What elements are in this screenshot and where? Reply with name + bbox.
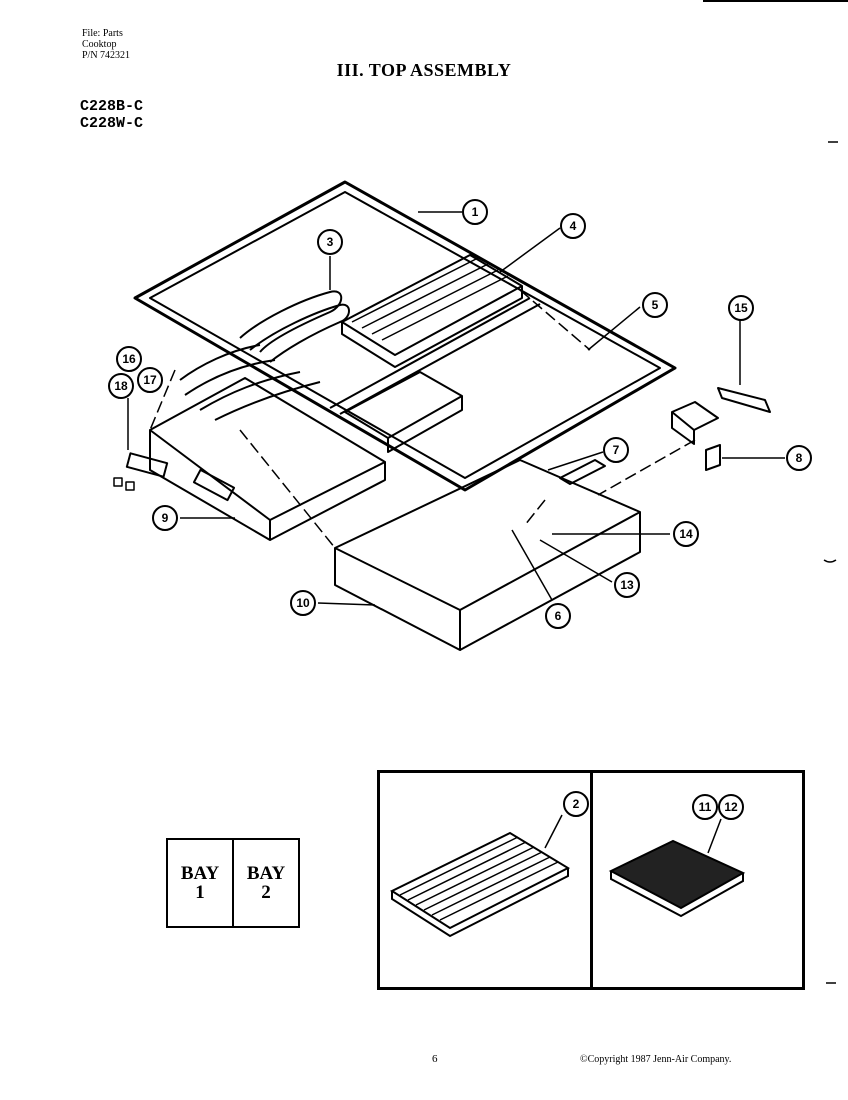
callout-9	[152, 505, 178, 531]
page-number: 6	[432, 1053, 438, 1065]
bay-2-number: 2	[261, 882, 271, 903]
right-bay-box	[334, 459, 641, 651]
bay-1-number: 1	[195, 882, 205, 903]
callout-label: 3	[327, 235, 334, 249]
copyright-notice: ©Copyright 1987 Jenn-Air Company.	[580, 1054, 732, 1065]
bay-2: BAY 2	[232, 840, 298, 926]
cooktop-frame	[133, 180, 677, 492]
bay-2-word: BAY	[246, 863, 286, 884]
callout-7	[603, 437, 629, 463]
grate-drawing: 2	[389, 791, 589, 938]
callout-label: 8	[796, 451, 803, 465]
assembly-guide-lines	[149, 289, 696, 549]
callout-label: 13	[620, 578, 634, 592]
bay-1-word: BAY	[180, 863, 220, 884]
file-label: File: Parts	[82, 28, 123, 39]
heating-element	[179, 290, 350, 421]
callout-15	[728, 295, 754, 321]
bracket	[559, 459, 606, 485]
callout-label: 5	[652, 298, 659, 312]
callout-circles	[108, 199, 812, 629]
callout-6	[545, 603, 571, 629]
callout-3	[317, 229, 343, 255]
grill-grate	[341, 254, 523, 368]
callout-label: 7	[613, 443, 620, 457]
leader-lines	[127, 211, 785, 606]
model-number: C228W-C	[80, 115, 144, 132]
callout-1	[462, 199, 488, 225]
model-list: C228B-C C228W-C	[80, 98, 143, 132]
callout-14	[673, 521, 699, 547]
right-pan	[344, 371, 463, 453]
callout-label: 18	[114, 379, 128, 393]
callout-17	[137, 367, 163, 393]
callout-label: 12	[724, 800, 738, 814]
page-title: III. TOP ASSEMBLY	[336, 60, 512, 80]
bay-chart: BAY 1 BAY 2	[166, 838, 300, 928]
callout-16	[116, 346, 142, 372]
callout-label: 11	[698, 800, 711, 814]
top-edge-rule	[703, 0, 848, 2]
callout-11	[691, 794, 718, 820]
part-number-label: P/N 742321	[82, 50, 131, 61]
callout-label: 17	[143, 373, 157, 387]
model-number: C228B-C	[80, 98, 144, 115]
callout-label: 6	[555, 609, 562, 623]
callout-label: 14	[679, 527, 693, 541]
callout-label: 1	[472, 205, 479, 219]
callout-label: 16	[122, 352, 136, 366]
left-bay-box	[149, 377, 386, 541]
file-header: File: Parts Cooktop P/N 742321	[82, 28, 130, 61]
callout-13	[614, 572, 640, 598]
callout-label: 10	[296, 596, 310, 610]
callout-label: 2	[573, 797, 580, 811]
rock-tray-inset: 11 12	[589, 773, 803, 987]
callout-5	[642, 292, 668, 318]
callout-label: 15	[734, 301, 748, 315]
product-label: Cooktop	[82, 39, 117, 50]
callout-2	[563, 791, 589, 817]
callout-12	[717, 794, 744, 820]
bay-1: BAY 1	[168, 840, 232, 926]
control-switch	[113, 452, 169, 491]
rock-tray-drawing: 11 12	[608, 794, 745, 918]
margin-marks	[823, 141, 838, 984]
junction-box	[671, 387, 771, 471]
grill-grate-inset: 2	[380, 773, 590, 987]
callout-4	[560, 213, 586, 239]
callout-label: 4	[570, 219, 577, 233]
callout-10	[290, 590, 316, 616]
callout-18	[108, 373, 134, 399]
callout-label: 9	[162, 511, 169, 525]
callout-labels: 1 4 3 5 15 8 16 18 17 9 10 7 6 13 14	[114, 205, 802, 623]
callout-8	[786, 445, 812, 471]
accessory-inset: 2 11 12	[377, 770, 805, 990]
